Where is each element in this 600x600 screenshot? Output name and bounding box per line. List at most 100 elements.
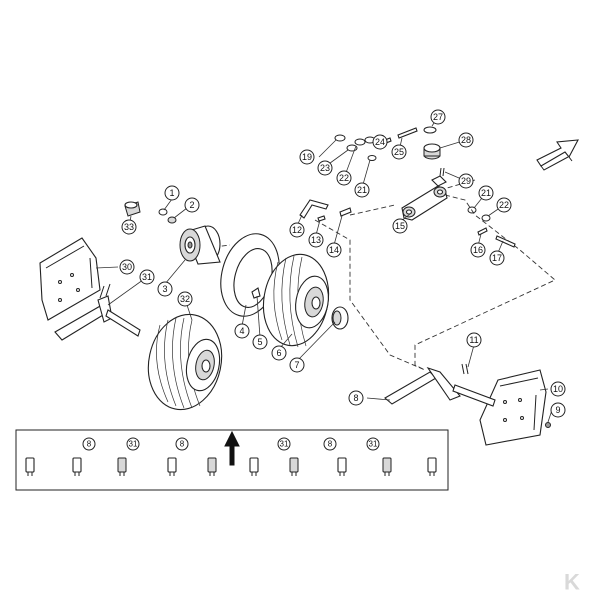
direction-arrow-icon [536,139,579,171]
callout-12: 12 [289,222,305,238]
mounting-pins [25,457,437,476]
svg-text:22: 22 [499,200,509,210]
callout-2: 2 [184,197,200,213]
svg-text:30: 30 [122,262,132,272]
callout-3: 3 [157,281,173,297]
callout-4: 4 [234,323,250,339]
svg-text:2: 2 [189,200,194,210]
svg-text:31: 31 [369,440,378,449]
pin-10 [427,457,437,476]
svg-text:32: 32 [180,294,190,304]
callout-21b: 21 [478,185,494,201]
strip-callout-3: 8 [175,437,189,451]
svg-text:24: 24 [375,137,385,147]
svg-text:15: 15 [395,221,405,231]
strip-callout-5: 8 [323,437,337,451]
callout-33: 33 [121,219,137,235]
svg-text:33: 33 [124,222,134,232]
up-arrow-icon [224,430,240,466]
callout-28: 28 [458,132,474,148]
svg-text:31: 31 [129,440,138,449]
right-guard-assembly [384,363,551,446]
pin-4 [167,457,177,476]
brand-logo-icon: K [553,570,591,595]
callout-27: 27 [430,109,446,125]
pin-7 [289,457,299,476]
pin-2 [72,457,82,476]
strip-callout-4: 31 [277,437,291,451]
callout-8: 8 [348,390,364,406]
callout-6: 6 [271,345,287,361]
callout-31: 31 [139,269,155,285]
callout-29: 29 [458,173,474,189]
callout-16: 16 [470,242,486,258]
svg-text:8: 8 [328,440,333,449]
strip-callout-6: 31 [366,437,380,451]
strip-callout-1: 8 [82,437,96,451]
svg-text:29: 29 [461,176,471,186]
svg-text:6: 6 [276,348,281,358]
svg-text:8: 8 [180,440,185,449]
callout-14: 14 [326,242,342,258]
callouts: 1 2 3 4 5 6 7 8 9 10 11 12 13 14 15 16 1… [119,109,566,418]
svg-text:25: 25 [394,147,404,157]
svg-text:14: 14 [329,245,339,255]
callout-7: 7 [289,357,305,373]
left-guard-assembly [39,237,141,341]
callout-17: 17 [489,250,505,266]
callout-23: 23 [317,160,333,176]
strip-callout-2: 31 [126,437,140,451]
svg-text:K: K [564,570,580,595]
svg-text:7: 7 [294,360,299,370]
callout-13: 13 [308,232,324,248]
svg-text:21: 21 [357,185,367,195]
callout-22b: 22 [496,197,512,213]
pin-9 [382,457,392,476]
callout-22a: 22 [336,170,352,186]
svg-text:31: 31 [280,440,289,449]
svg-text:8: 8 [353,393,358,403]
svg-text:9: 9 [555,405,560,415]
mounting-positions-strip: 8 31 8 31 8 31 [15,429,449,491]
pin-5 [207,457,217,476]
svg-text:13: 13 [311,235,321,245]
svg-text:12: 12 [292,225,302,235]
svg-text:28: 28 [461,135,471,145]
wheel-left [147,313,223,411]
svg-text:1: 1 [169,188,174,198]
callout-30: 30 [119,259,135,275]
pivot-arm-assembly [299,126,516,248]
callout-21a: 21 [354,182,370,198]
svg-text:3: 3 [162,284,167,294]
svg-text:8: 8 [87,440,92,449]
wheel-rim [124,201,221,265]
callout-15: 15 [392,218,408,234]
svg-text:5: 5 [257,337,262,347]
svg-text:17: 17 [492,253,502,263]
callout-19: 19 [299,149,315,165]
svg-text:21: 21 [481,188,491,198]
svg-text:31: 31 [142,272,152,282]
svg-text:10: 10 [553,384,563,394]
tyre-right [262,253,349,348]
svg-text:4: 4 [239,326,244,336]
svg-text:11: 11 [469,335,478,345]
callout-25: 25 [391,144,407,160]
svg-text:23: 23 [320,163,330,173]
svg-text:19: 19 [302,152,312,162]
pin-8 [337,457,347,476]
svg-text:16: 16 [473,245,483,255]
callout-32: 32 [177,291,193,307]
pin-1 [25,457,35,476]
pin-6 [249,457,259,476]
callout-9: 9 [550,402,566,418]
callout-5: 5 [252,334,268,350]
callout-24: 24 [372,134,388,150]
callout-11: 11 [466,332,482,348]
callout-10: 10 [550,381,566,397]
svg-text:22: 22 [339,173,349,183]
callout-1: 1 [164,185,180,201]
pin-3 [117,457,127,476]
